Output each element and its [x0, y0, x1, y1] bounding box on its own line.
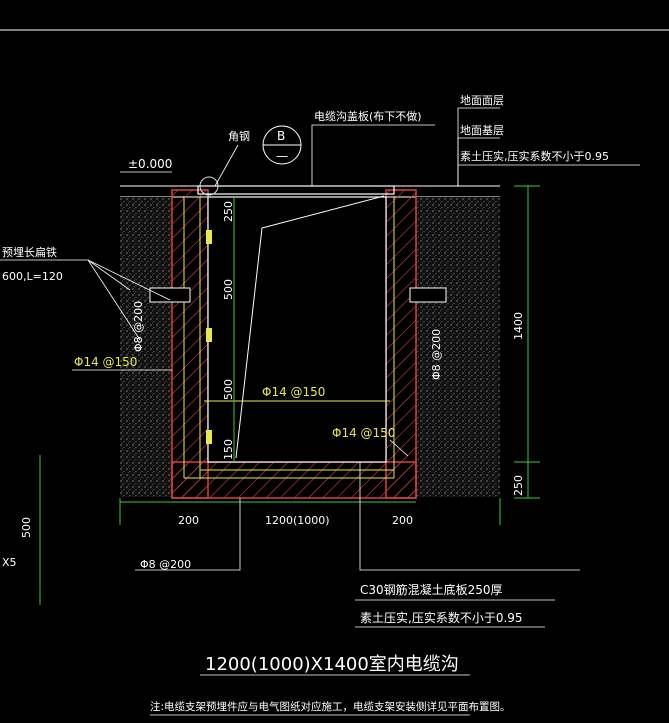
dim-500-low: 500 — [222, 379, 235, 400]
section-mark-bottom: — — [276, 149, 288, 163]
wall-pocket-right — [409, 287, 447, 303]
rebar-label-middle: Φ14 @150 — [262, 385, 325, 399]
label-floor-base: 地面基层 — [460, 124, 504, 137]
rebar-vert-right: Φ8 @200 — [430, 329, 443, 380]
label-rebar-stirrup: Φ8 @200 — [140, 558, 191, 571]
section-mark-top: B — [277, 129, 285, 143]
dim-150: 150 — [222, 439, 235, 460]
dim-500-mid: 500 — [222, 279, 235, 300]
drawing-note: 注:电缆支架预埋件应与电气图纸对应施工，电缆支架安装侧详见平面布置图。 — [150, 700, 511, 713]
label-concrete-base: C30钢筋混凝土底板250厚 — [360, 582, 503, 597]
trench-inner — [207, 196, 387, 463]
soil-right — [416, 197, 500, 497]
soil-left — [120, 197, 172, 497]
dim-1400: 1400 — [512, 312, 525, 340]
dim-1200: 1200(1000) — [265, 514, 330, 527]
label-angle-steel: 角钢 — [228, 130, 250, 143]
drawing-title: 1200(1000)X1400室内电缆沟 — [205, 654, 459, 675]
dimension-lines — [39, 185, 540, 605]
label-compacted-top: 素土压实,压实系数不小于0.95 — [460, 149, 609, 163]
label-cover-plate: 电缆沟盖板(布下不做) — [314, 109, 422, 123]
left-wall — [171, 189, 209, 499]
dim-250-right: 250 — [512, 475, 525, 496]
embedded-part-3 — [206, 430, 212, 444]
embedded-part-1 — [206, 230, 212, 244]
label-embedded-part: 预埋长扁铁 — [2, 246, 57, 259]
label-compacted-bottom: 素土压实,压实系数不小于0.95 — [360, 610, 523, 625]
leader-lines — [0, 107, 640, 716]
dim-250-top: 250 — [222, 201, 235, 222]
rebar-vert-left: Φ8 @200 — [132, 301, 145, 352]
dim-500-left: 500 — [20, 517, 33, 538]
dim-200-right: 200 — [392, 514, 413, 527]
embedded-part-2 — [206, 328, 212, 342]
rebar-label-left: Φ14 @150 — [74, 355, 137, 369]
wall-pocket-left — [149, 287, 191, 303]
right-wall — [385, 189, 417, 499]
rebar-label-bottom: Φ14 @150 — [332, 426, 395, 440]
base-slab — [171, 461, 417, 499]
cover-plate — [197, 185, 395, 195]
label-left-X5: X5 — [2, 556, 17, 569]
dim-200-left: 200 — [178, 514, 199, 527]
label-elevation: ±0.000 — [128, 157, 172, 171]
label-floor-surface: 地面面层 — [460, 94, 504, 107]
cable-line — [235, 195, 385, 459]
label-embedded-spec: 600,L=120 — [2, 270, 63, 283]
angle-steel-circle — [199, 176, 219, 196]
